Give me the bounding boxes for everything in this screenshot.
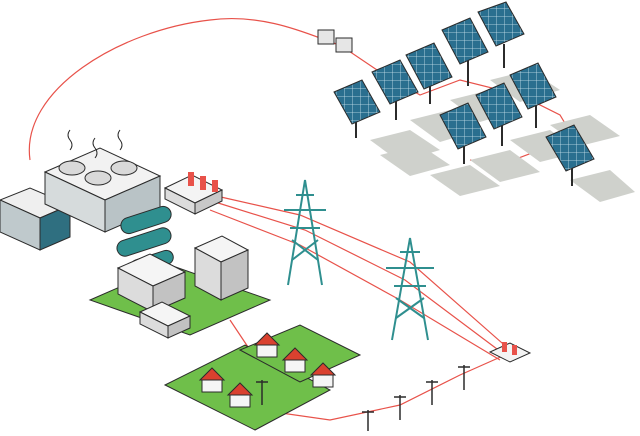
house-2 — [226, 382, 254, 408]
fan-3 — [110, 160, 138, 176]
cable-substation-to-tower1b — [214, 201, 506, 356]
cooling-unit — [43, 129, 162, 233]
solar-panel-9 — [545, 124, 595, 186]
cable-solar-to-plant — [28, 18, 381, 161]
residential-area — [163, 324, 362, 431]
solar-panel-5 — [477, 1, 525, 68]
solar-farm — [317, 1, 635, 202]
utility-pole-2 — [394, 395, 406, 420]
solar-panel-2 — [371, 59, 419, 120]
plant-substation — [163, 172, 224, 215]
utility-pole-1 — [362, 410, 374, 431]
solar-panel-4 — [441, 17, 489, 86]
office-building-2 — [193, 235, 250, 301]
inverter-boxes — [317, 29, 353, 53]
house-4 — [281, 347, 309, 373]
solar-panel-1 — [333, 79, 381, 138]
fan-2 — [84, 170, 112, 186]
office-campus — [88, 235, 272, 339]
solar-panel-6 — [439, 102, 487, 164]
transmission-tower-2 — [386, 237, 434, 341]
transmission-tower-1 — [284, 179, 326, 286]
solar-panel-8 — [509, 62, 557, 128]
house-1 — [198, 367, 226, 393]
fan-1 — [58, 160, 86, 176]
office-building-3 — [138, 301, 192, 339]
cable-substation-to-tower1c — [209, 209, 501, 361]
utility-pole-3 — [426, 380, 438, 405]
utility-pole-5 — [256, 380, 268, 405]
utility-pole-4 — [458, 365, 470, 390]
utility-poles — [256, 365, 470, 431]
distribution-substation — [488, 342, 532, 363]
house-5 — [309, 362, 337, 388]
solar-panel-7 — [475, 82, 523, 146]
power-plant — [0, 129, 224, 275]
solar-panel-3 — [405, 42, 453, 104]
cable-substation-to-tower1 — [211, 194, 511, 351]
house-3 — [253, 332, 281, 358]
